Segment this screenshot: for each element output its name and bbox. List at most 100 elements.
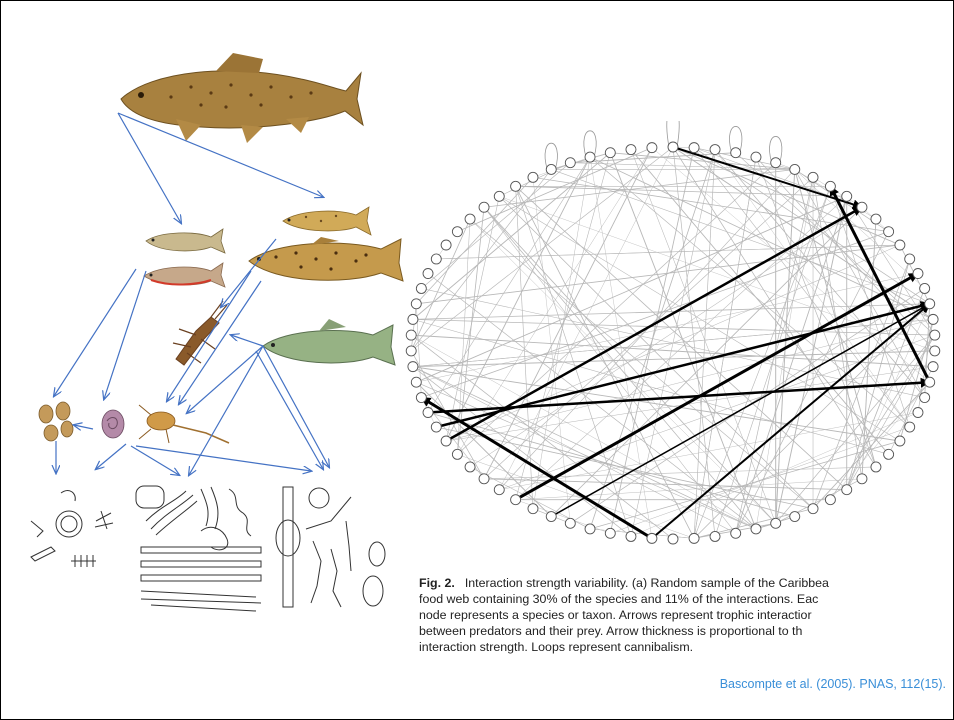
interaction-edge: [813, 382, 930, 508]
species-node: [479, 202, 489, 212]
species-node: [452, 227, 462, 237]
species-node: [928, 362, 938, 372]
species-node: [731, 148, 741, 158]
green-fish-illustration: [263, 319, 395, 365]
interaction-edge: [421, 163, 570, 289]
strong-interaction-edge: [673, 147, 862, 207]
caption-line-5: interaction strength. Loops represent ca…: [419, 639, 951, 655]
species-node: [441, 240, 451, 250]
species-node: [423, 268, 433, 278]
strong-interaction-edge: [446, 207, 862, 441]
filamentous-algae-illustration: [136, 486, 261, 611]
species-node: [825, 495, 835, 505]
species-node: [857, 202, 867, 212]
interaction-edge: [413, 351, 935, 367]
species-node: [857, 474, 867, 484]
juvenile-trout-illustration: [283, 207, 371, 235]
species-node: [626, 531, 636, 541]
species-node: [920, 393, 930, 403]
mayfly-larva-illustration: [139, 405, 229, 443]
species-node: [494, 485, 504, 495]
species-node: [416, 393, 426, 403]
figure-label: Fig. 2.: [419, 576, 455, 590]
species-node: [423, 408, 433, 418]
caption-line-2: food web containing 30% of the species a…: [419, 591, 951, 607]
amphipod-illustration: [39, 402, 73, 441]
species-node: [920, 283, 930, 293]
species-node: [928, 314, 938, 324]
species-node: [565, 518, 575, 528]
species-node: [465, 462, 475, 472]
interaction-edge: [411, 304, 416, 351]
species-node: [465, 214, 475, 224]
species-node: [790, 164, 800, 174]
species-node: [668, 142, 678, 152]
species-node: [511, 181, 521, 191]
figure-caption: Fig. 2.Interaction strength variability.…: [419, 575, 951, 655]
interaction-edge: [590, 150, 715, 529]
species-node: [605, 148, 615, 158]
interaction-edge: [411, 335, 673, 539]
interaction-edge: [413, 153, 610, 320]
citation: Bascompte et al. (2005). PNAS, 112(15).: [701, 677, 946, 691]
interaction-edge: [416, 177, 533, 303]
species-node: [884, 227, 894, 237]
interaction-edge: [673, 147, 933, 319]
species-node: [884, 449, 894, 459]
species-node: [494, 191, 504, 201]
interaction-edge: [551, 169, 929, 303]
species-node: [546, 512, 556, 522]
species-node: [842, 191, 852, 201]
species-node: [731, 528, 741, 538]
interaction-edge: [416, 245, 900, 304]
caption-line-4: between predators and their prey. Arrow …: [419, 623, 951, 639]
species-node: [895, 240, 905, 250]
interaction-edge: [416, 382, 756, 529]
species-node: [689, 533, 699, 543]
species-node: [626, 145, 636, 155]
food-web-illustration: [1, 1, 421, 641]
species-node: [411, 299, 421, 309]
species-node: [825, 181, 835, 191]
species-node: [528, 504, 538, 514]
green-algae-illustration: [276, 487, 385, 607]
species-node: [790, 512, 800, 522]
interaction-edge: [484, 207, 776, 523]
species-node: [431, 422, 441, 432]
stonefly-nymph-illustration: [173, 301, 227, 365]
species-node: [771, 158, 781, 168]
minnow-illustration-2: [144, 263, 225, 287]
species-node: [546, 164, 556, 174]
species-node: [710, 531, 720, 541]
interaction-edge: [413, 367, 900, 441]
species-node: [411, 377, 421, 387]
species-node: [565, 158, 575, 168]
interaction-edge: [416, 196, 846, 382]
species-node: [808, 504, 818, 514]
species-node: [913, 268, 923, 278]
species-node: [441, 436, 451, 446]
species-node: [808, 172, 818, 182]
interaction-edge: [499, 196, 935, 351]
diatom-illustration: [31, 491, 113, 567]
species-node: [905, 422, 915, 432]
species-node: [871, 462, 881, 472]
species-node: [605, 528, 615, 538]
interaction-edge: [652, 148, 930, 383]
species-node: [408, 362, 418, 372]
interaction-edge: [673, 147, 715, 536]
caption-line-3: node represents a species or taxon. Arro…: [419, 607, 951, 623]
trophic-arrows: [54, 113, 329, 475]
minnow-illustration-1: [146, 229, 225, 253]
species-node: [751, 524, 761, 534]
species-node: [925, 377, 935, 387]
species-node: [668, 534, 678, 544]
species-node: [452, 449, 462, 459]
species-node: [771, 518, 781, 528]
species-node: [408, 314, 418, 324]
species-node: [895, 436, 905, 446]
species-node: [528, 172, 538, 182]
species-node: [416, 283, 426, 293]
species-node: [585, 152, 595, 162]
